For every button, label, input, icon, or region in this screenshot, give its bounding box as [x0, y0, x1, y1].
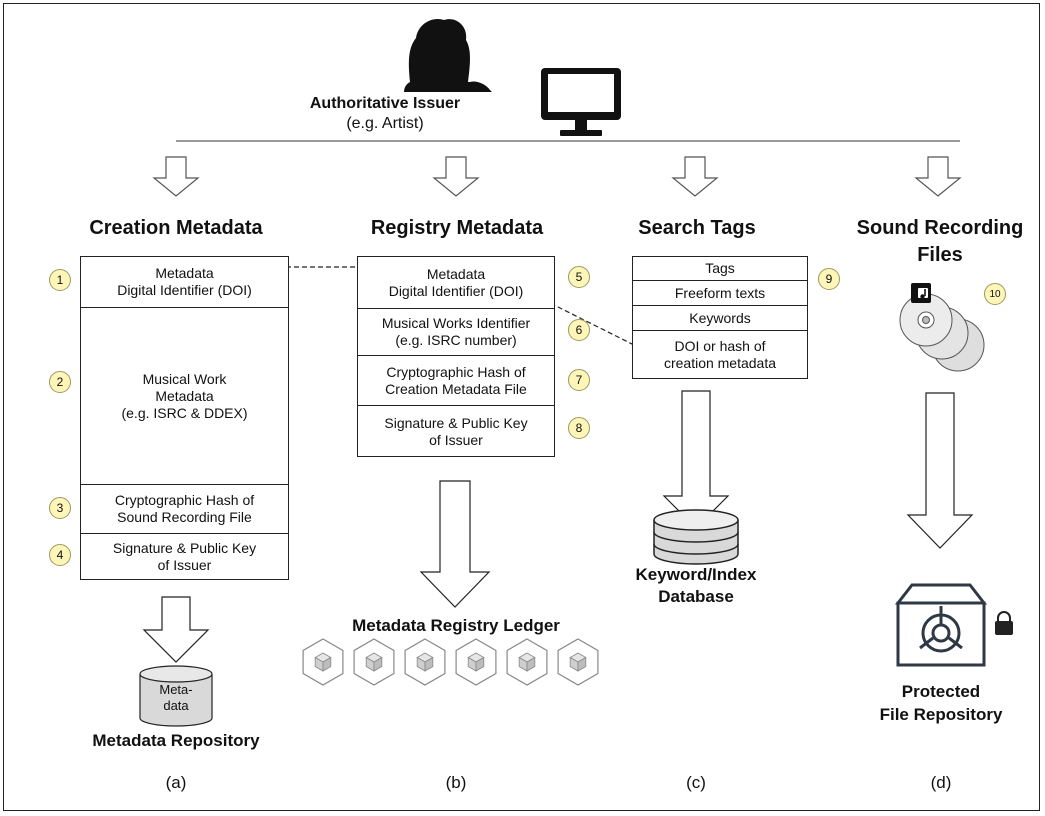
- search-row-keywords: Keywords: [633, 305, 807, 330]
- arrow-down-to-vault: [906, 392, 974, 549]
- issuer-subtitle: (e.g. Artist): [346, 115, 424, 132]
- heading-registry-metadata: Registry Metadata: [370, 217, 544, 239]
- search-row-tags: Tags: [705, 260, 735, 276]
- disc-icon: [899, 293, 985, 372]
- monitor-icon: [541, 68, 621, 136]
- arrow-down-sound: [914, 156, 962, 197]
- arrow-down-to-repository: [142, 596, 210, 663]
- cube-icon: [353, 638, 395, 686]
- creation-row-hash: Cryptographic Hash of Sound Recording Fi…: [81, 484, 288, 533]
- step-badge-4: 4: [49, 544, 71, 566]
- registry-row-hash: Cryptographic Hash of Creation Metadata …: [358, 355, 554, 405]
- caption-protected: Protected: [901, 682, 981, 701]
- cube-icon: [557, 638, 599, 686]
- subfigure-label-a: (a): [165, 773, 187, 792]
- arrow-down-registry: [432, 156, 480, 197]
- caption-metadata-registry-ledger: Metadata Registry Ledger: [352, 616, 560, 635]
- creation-row-signature: Signature & Public Key of Issuer: [81, 533, 288, 580]
- issuer-title: Authoritative Issuer: [309, 95, 461, 112]
- arrow-down-creation: [152, 156, 200, 197]
- database-icon: [653, 509, 739, 565]
- creation-row-doi: Metadata Digital Identifier (DOI): [117, 265, 252, 298]
- caption-metadata-repository: Metadata Repository: [92, 731, 260, 750]
- person-silhouette-icon: [404, 18, 492, 93]
- registry-row-signature: Signature & Public Key of Issuer: [358, 405, 554, 457]
- step-badge-8: 8: [568, 417, 590, 439]
- heading-creation-metadata: Creation Metadata: [89, 217, 263, 239]
- subfigure-label-d: (d): [930, 773, 952, 792]
- search-tags-box: Tags Freeform texts Keywords DOI or hash…: [632, 256, 808, 379]
- caption-file-repository: File Repository: [879, 705, 1003, 724]
- vault-icon: [894, 583, 988, 667]
- step-badge-7: 7: [568, 369, 590, 391]
- metadata-repository-cylinder-icon: [139, 665, 213, 727]
- arrow-down-search: [671, 156, 719, 197]
- step-badge-6: 6: [568, 319, 590, 341]
- creation-metadata-box: Metadata Digital Identifier (DOI) Musica…: [80, 256, 289, 580]
- arrow-down-to-database: [662, 390, 730, 529]
- step-badge-1: 1: [49, 269, 71, 291]
- step-badge-9: 9: [818, 268, 840, 290]
- cube-icon: [455, 638, 497, 686]
- cube-icon: [302, 638, 344, 686]
- caption-keyword-index: Keyword/Index: [635, 565, 757, 584]
- heading-files: Files: [917, 244, 963, 266]
- subfigure-label-c: (c): [686, 773, 706, 792]
- step-badge-5: 5: [568, 266, 590, 288]
- heading-search-tags: Search Tags: [638, 217, 756, 239]
- creation-row-musical-work: Musical Work Metadata (e.g. ISRC & DDEX): [81, 307, 288, 484]
- step-badge-10: 10: [984, 283, 1006, 305]
- search-row-freeform: Freeform texts: [633, 280, 807, 305]
- step-badge-2: 2: [49, 371, 71, 393]
- cube-icon: [404, 638, 446, 686]
- caption-database: Database: [658, 587, 734, 606]
- music-note-icon: [911, 283, 931, 303]
- registry-row-isrc: Musical Works Identifier (e.g. ISRC numb…: [358, 308, 554, 355]
- subfigure-label-b: (b): [445, 773, 467, 792]
- cube-icon: [506, 638, 548, 686]
- search-row-doi-hash: DOI or hash of creation metadata: [633, 330, 807, 379]
- repository-cylinder-label: Meta- data: [159, 682, 193, 713]
- heading-sound-recording: Sound Recording: [856, 217, 1024, 239]
- registry-row-doi: Metadata Digital Identifier (DOI): [388, 265, 524, 299]
- registry-metadata-box: Metadata Digital Identifier (DOI) Musica…: [357, 256, 555, 457]
- arrow-down-to-ledger: [419, 480, 491, 608]
- padlock-icon: [995, 611, 1013, 635]
- doi-link-registry-to-search: [521, 288, 639, 348]
- step-badge-3: 3: [49, 497, 71, 519]
